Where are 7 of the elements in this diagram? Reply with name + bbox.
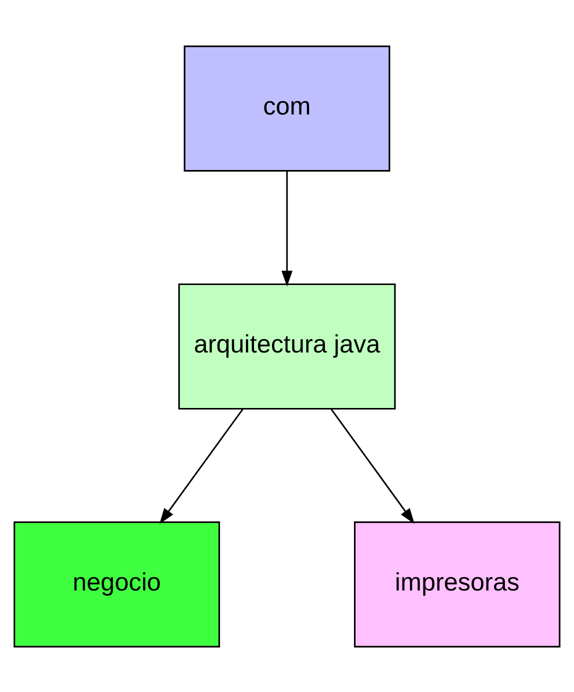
arrow [281, 170, 293, 286]
node-box: impresoras [354, 520, 560, 647]
node-box: arquitectura java [178, 282, 396, 410]
node-box: com [184, 45, 390, 172]
node-box: negocio [14, 520, 220, 647]
arrow [159, 408, 244, 524]
arrow [330, 408, 415, 524]
